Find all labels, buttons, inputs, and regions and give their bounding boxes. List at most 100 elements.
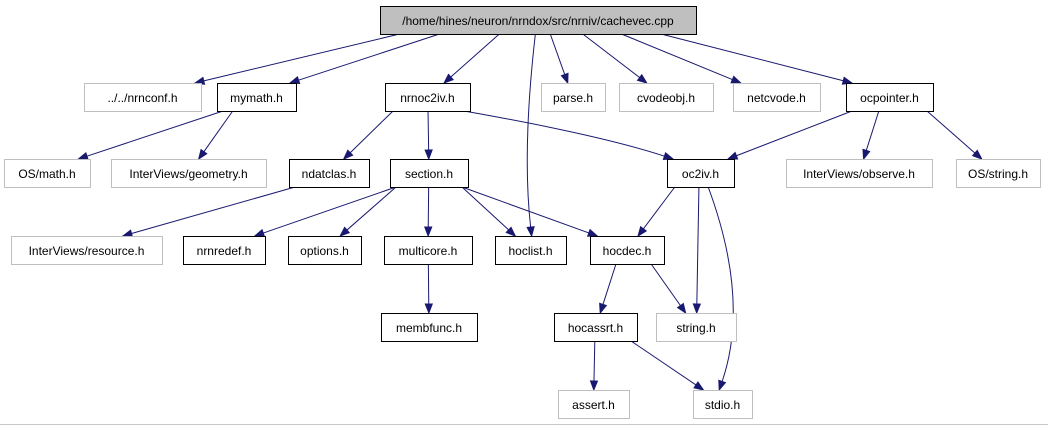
edge-oc2iv-to-hocdec	[637, 186, 676, 238]
edge-ndatclas-to-resource	[121, 186, 296, 238]
edge-ocpointer-to-oc2iv	[726, 110, 853, 160]
node-label: nrnoc2iv.h	[400, 91, 454, 105]
node-parse[interactable]: parse.h	[541, 83, 606, 112]
edge-root-to-parse	[549, 33, 569, 85]
node-nrnconf[interactable]: ../../nrnconf.h	[84, 83, 202, 112]
node-box	[733, 83, 821, 112]
edge-multicore-to-membfunc	[424, 263, 433, 315]
node-root[interactable]: /home/hines/neuron/nrndox/src/nrniv/cach…	[380, 6, 697, 35]
edge-section-to-hoclist	[461, 186, 517, 237]
node-box	[495, 236, 567, 265]
node-nrnoc2iv[interactable]: nrnoc2iv.h	[385, 83, 471, 112]
node-label: /home/hines/neuron/nrndox/src/nrniv/cach…	[402, 14, 674, 28]
node-stringh[interactable]: string.h	[656, 313, 737, 342]
bottom-divider	[0, 424, 1048, 425]
node-box	[183, 236, 266, 265]
edge-root-to-nrnoc2iv	[443, 33, 500, 84]
node-osstring[interactable]: OS/string.h	[956, 159, 1041, 188]
node-label: ../../nrnconf.h	[107, 91, 177, 105]
node-label: mymath.h	[230, 91, 283, 105]
node-box	[289, 159, 370, 188]
edge-hocdec-to-hocassrt	[599, 263, 617, 315]
node-cvodeobj[interactable]: cvodeobj.h	[619, 83, 714, 112]
node-box	[84, 83, 202, 112]
node-box	[11, 236, 163, 265]
edge-ocpointer-to-osstring	[926, 110, 983, 160]
node-box	[656, 313, 737, 342]
node-resource[interactable]: InterViews/resource.h	[11, 236, 163, 265]
edge-section-to-nrnredef	[253, 186, 397, 237]
node-hocassrt[interactable]: hocassrt.h	[554, 313, 638, 342]
node-box	[380, 6, 697, 35]
edge-mymath-to-geometry	[197, 110, 234, 161]
node-label: hoclist.h	[508, 244, 552, 258]
node-asserth[interactable]: assert.h	[558, 390, 630, 419]
node-box	[541, 83, 606, 112]
node-label: assert.h	[572, 398, 615, 412]
edge-hocdec-to-stringh	[650, 263, 687, 315]
node-label: InterViews/resource.h	[29, 244, 145, 258]
node-box	[288, 236, 362, 265]
node-label: membfunc.h	[396, 321, 462, 335]
node-ocpointer[interactable]: ocpointer.h	[846, 83, 934, 112]
node-box	[385, 83, 471, 112]
node-stdioh[interactable]: stdio.h	[693, 390, 753, 419]
node-section[interactable]: section.h	[390, 159, 469, 188]
node-ndatclas[interactable]: ndatclas.h	[289, 159, 370, 188]
node-label: ndatclas.h	[302, 167, 357, 181]
node-label: section.h	[405, 167, 453, 181]
edge-nrnoc2iv-to-oc2iv	[463, 110, 675, 161]
node-box	[693, 390, 753, 419]
node-membfunc[interactable]: membfunc.h	[381, 313, 478, 342]
node-label: multicore.h	[399, 244, 458, 258]
edge-root-to-netcvode	[621, 33, 743, 84]
node-label: string.h	[676, 321, 715, 335]
edge-oc2iv-to-stringh	[692, 186, 702, 315]
node-oc2iv[interactable]: oc2iv.h	[667, 159, 735, 188]
node-box	[590, 236, 665, 265]
edge-root-to-mymath	[288, 33, 440, 85]
node-label: OS/string.h	[968, 167, 1028, 181]
edge-hocassrt-to-stdioh	[630, 340, 705, 391]
edge-nrnoc2iv-to-section	[424, 110, 433, 161]
node-osmath[interactable]: OS/math.h	[4, 159, 91, 188]
node-multicore[interactable]: multicore.h	[384, 236, 473, 265]
node-label: parse.h	[553, 91, 593, 105]
node-netcvode[interactable]: netcvode.h	[733, 83, 821, 112]
node-label: hocdec.h	[603, 244, 652, 258]
edge-root-to-hoclist	[526, 33, 536, 238]
node-label: OS/math.h	[18, 167, 75, 181]
node-box	[4, 159, 91, 188]
edge-root-to-ocpointer	[660, 33, 854, 85]
node-options[interactable]: options.h	[288, 236, 362, 265]
node-hoclist[interactable]: hoclist.h	[495, 236, 567, 265]
node-observe[interactable]: InterViews/observe.h	[786, 159, 933, 188]
edge-oc2iv-to-stdioh	[707, 186, 734, 392]
node-box	[956, 159, 1041, 188]
node-nrnredef[interactable]: nrnredef.h	[183, 236, 266, 265]
edge-ocpointer-to-observe	[862, 110, 880, 161]
edge-section-to-hocdec	[461, 186, 599, 237]
node-box	[381, 313, 478, 342]
node-box	[846, 83, 934, 112]
node-box	[217, 83, 297, 112]
edge-hocassrt-to-asserth	[589, 340, 599, 392]
node-box	[390, 159, 469, 188]
edge-section-to-multicore	[424, 186, 433, 238]
node-label: nrnredef.h	[197, 244, 252, 258]
node-layer: /home/hines/neuron/nrndox/src/nrniv/cach…	[4, 6, 1041, 419]
node-box	[619, 83, 714, 112]
node-label: InterViews/observe.h	[803, 167, 915, 181]
node-label: InterViews/geometry.h	[129, 167, 247, 181]
node-label: oc2iv.h	[682, 167, 719, 181]
node-box	[558, 390, 630, 419]
node-label: hocassrt.h	[568, 321, 623, 335]
node-box	[667, 159, 735, 188]
node-mymath[interactable]: mymath.h	[217, 83, 297, 112]
edge-section-to-options	[339, 186, 397, 237]
node-geometry[interactable]: InterViews/geometry.h	[111, 159, 267, 188]
node-hocdec[interactable]: hocdec.h	[590, 236, 665, 265]
node-box	[384, 236, 473, 265]
node-label: stdio.h	[705, 398, 740, 412]
